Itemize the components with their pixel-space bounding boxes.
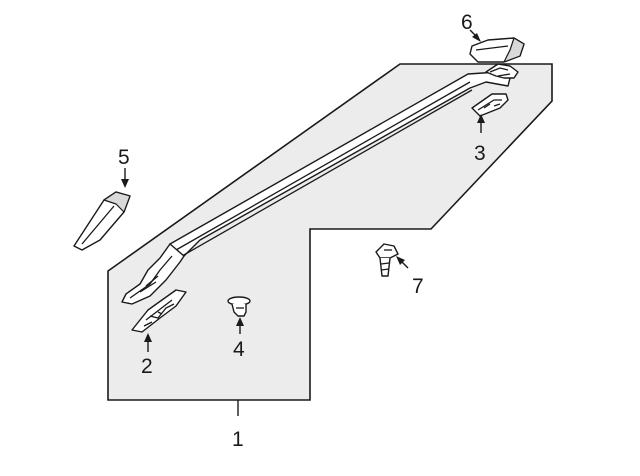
part-7-bolt [375,243,399,277]
arrow-7 [396,256,405,265]
callout-3: 3 [474,142,486,165]
arrow-5 [121,179,129,188]
arrow-6 [472,33,481,42]
part-2-front-bracket [131,289,187,333]
arrow-2 [144,333,152,342]
assembly-outline [107,63,553,401]
part-6-rear-cover [469,37,525,63]
roof-rail [121,63,519,305]
part-5-front-cover [73,191,131,251]
callout-1: 1 [232,428,244,451]
callout-4: 4 [233,338,245,361]
callout-7: 7 [412,275,424,298]
part-4-clip [227,296,251,317]
callout-2: 2 [141,355,153,378]
part-3-rear-bracket [471,93,509,117]
arrow-4 [236,317,244,326]
callout-6: 6 [461,11,473,34]
callout-5: 5 [118,146,130,169]
arrow-3 [477,114,485,123]
